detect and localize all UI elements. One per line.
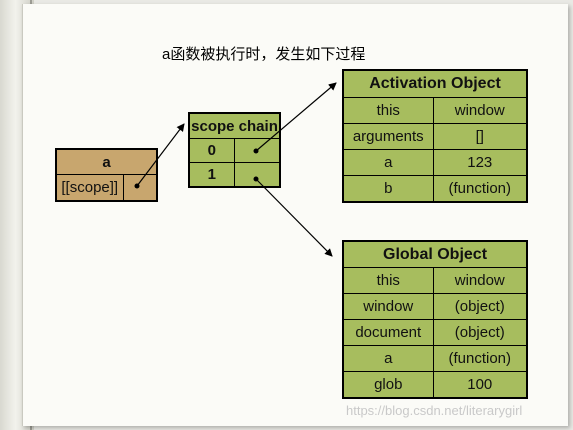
ao-key-b: b	[342, 175, 434, 203]
arrow-scope-to-scope-chain	[136, 123, 185, 187]
go-value-this: window	[432, 267, 528, 294]
ao-value-b: (function)	[432, 175, 528, 203]
scope-property-label: [[scope]]	[55, 174, 124, 202]
ao-key-this: this	[342, 97, 434, 124]
global-object-title: Global Object	[342, 240, 528, 268]
ao-key-arguments: arguments	[342, 123, 434, 150]
go-key-a: a	[342, 345, 434, 372]
scope-property-pointer-cell	[122, 174, 158, 202]
go-key-this: this	[342, 267, 434, 294]
ao-value-a: 123	[432, 149, 528, 176]
go-key-window: window	[342, 293, 434, 320]
ao-value-arguments: []	[432, 123, 528, 150]
scope-chain-index-0: 0	[188, 138, 235, 163]
go-value-window: (object)	[432, 293, 528, 320]
scope-chain-pointer-cell-1	[233, 162, 281, 188]
go-value-glob: 100	[432, 371, 528, 399]
go-key-document: document	[342, 319, 434, 346]
ao-key-a: a	[342, 149, 434, 176]
watermark: https://blog.csdn.net/literarygirl	[346, 403, 523, 418]
diagram-title: a函数被执行时，发生如下过程	[162, 46, 366, 63]
arrow-chain-0-to-activation-object	[255, 82, 337, 152]
scope-chain-title: scope chain	[188, 112, 281, 139]
ao-value-this: window	[432, 97, 528, 124]
arrow-chain-1-to-global-object	[255, 178, 333, 257]
activation-object-box: Activation Object this window arguments …	[342, 69, 529, 203]
function-a-box: a [[scope]]	[55, 148, 158, 202]
go-value-a: (function)	[432, 345, 528, 372]
go-key-glob: glob	[342, 371, 434, 399]
global-object-box: Global Object this window window (object…	[342, 240, 529, 399]
scope-chain-box: scope chain 0 1	[188, 112, 282, 188]
